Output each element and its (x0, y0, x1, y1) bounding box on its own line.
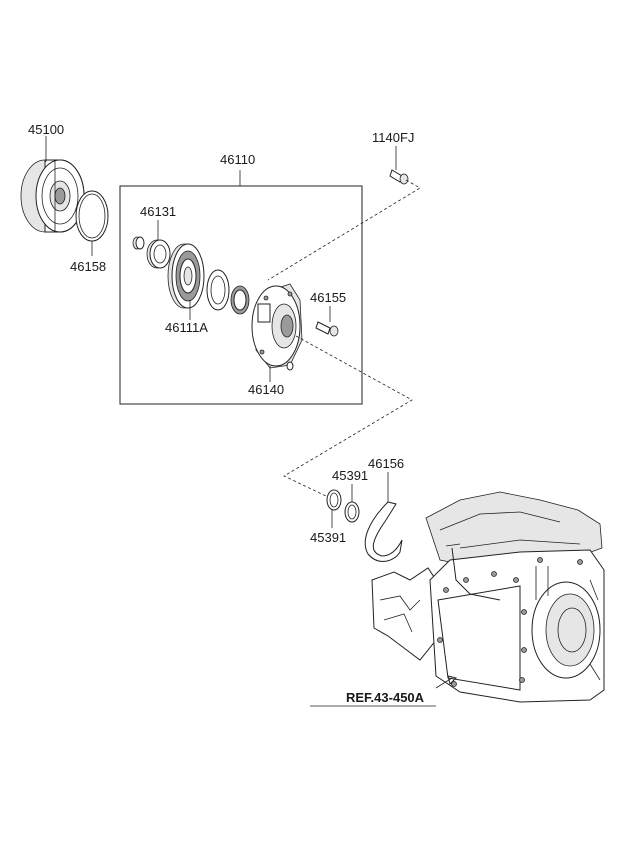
pump-pin-part[interactable] (286, 361, 294, 371)
housing-bolt-label: 1140FJ (372, 130, 414, 145)
torque-converter-part[interactable] (20, 159, 85, 233)
pump-body-label: 46140 (248, 382, 284, 397)
pump-assembly-label: 46110 (220, 152, 255, 167)
alignment-line-lower (283, 335, 413, 497)
pump-gear-part[interactable] (167, 243, 205, 309)
pump-inner-ring-part[interactable] (206, 269, 230, 311)
pump-gear-label: 46111A (165, 320, 208, 335)
bolt-part[interactable] (315, 321, 339, 337)
transaxle-ref-label: REF.43-450A (346, 690, 425, 705)
bushing-part[interactable] (132, 236, 145, 250)
seal-ring-lower-label: 45391 (310, 530, 346, 545)
seal-ring-lower-part[interactable] (344, 501, 360, 523)
gasket-label: 46156 (368, 456, 404, 471)
pump-assembly-box (119, 185, 363, 405)
bolt-label: 46155 (310, 290, 346, 305)
transaxle-housing-part[interactable] (371, 491, 605, 703)
oil-seal-label: 46131 (140, 204, 176, 219)
seal-ring-upper-label: 45391 (332, 468, 368, 483)
gasket-part[interactable] (364, 501, 403, 562)
oil-seal-part[interactable] (146, 239, 171, 269)
alignment-line-upper (267, 179, 421, 281)
pump-outer-gear-part[interactable] (230, 285, 250, 315)
transaxle-arrow (447, 675, 457, 685)
seal-ring-upper-part[interactable] (326, 489, 342, 511)
pump-body-part[interactable] (251, 283, 303, 369)
o-ring-part[interactable] (75, 190, 109, 242)
housing-bolt-part[interactable] (389, 169, 409, 185)
o-ring-label: 46158 (70, 259, 106, 274)
torque-converter-label: 45100 (28, 122, 64, 137)
